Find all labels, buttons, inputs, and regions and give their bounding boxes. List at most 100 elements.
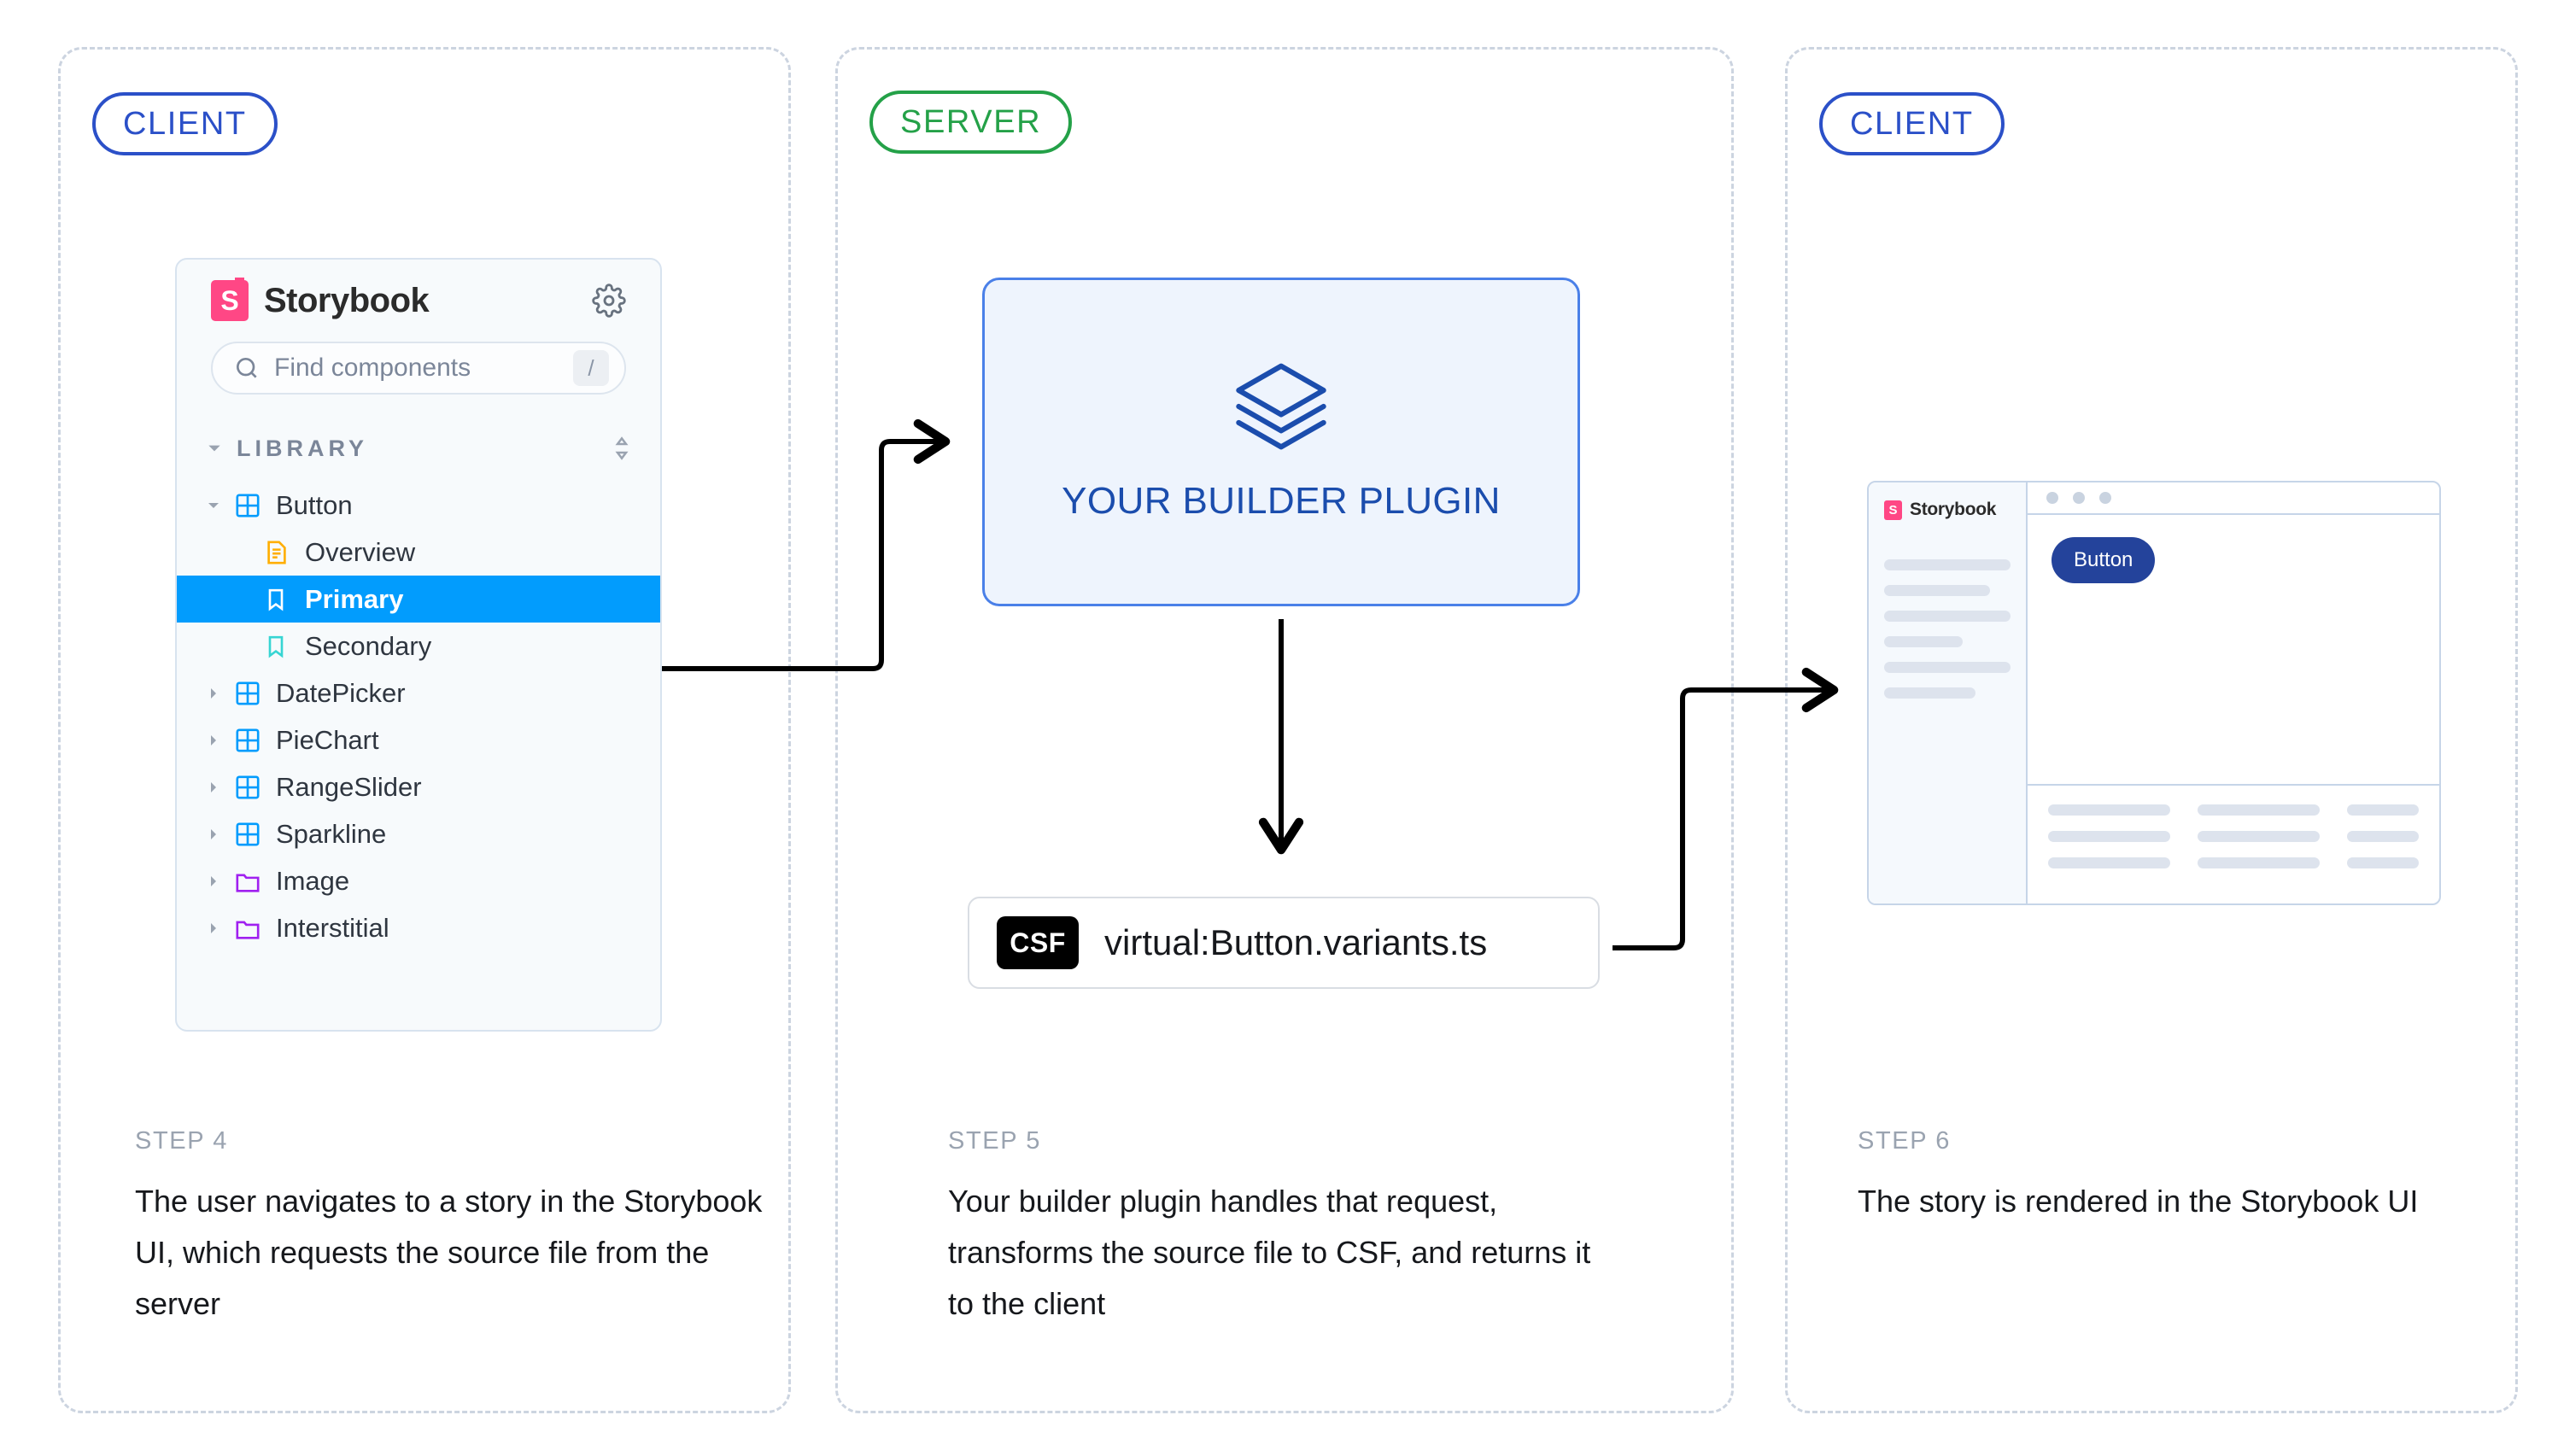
- chevron-right-icon[interactable]: [206, 733, 235, 748]
- preview-main: Button: [2028, 482, 2439, 903]
- role-badge-server: SERVER: [869, 91, 1073, 154]
- storybook-header: S Storybook: [177, 260, 660, 342]
- toolbar-dot-icon: [2099, 492, 2111, 504]
- csf-file-path: virtual:Button.variants.ts: [1104, 922, 1488, 962]
- preview-sidebar-skeleton: [1884, 559, 2011, 699]
- storybook-logo-letter: S: [220, 285, 239, 316]
- addon-skeleton-row: [2048, 804, 2419, 816]
- tree-item-piechart[interactable]: PieChart: [177, 716, 660, 763]
- role-badge-client-1: CLIENT: [92, 92, 278, 155]
- addon-skeleton-cell: [2346, 831, 2419, 842]
- tree-item-image[interactable]: Image: [177, 857, 660, 904]
- step-caption-5: STEP 5 Your builder plugin handles that …: [948, 1127, 1623, 1329]
- toolbar-dot-icon: [2073, 492, 2085, 504]
- layers-icon: [1231, 362, 1332, 451]
- role-badge-label: CLIENT: [123, 105, 247, 142]
- tree-item-label: Button: [276, 489, 353, 520]
- folder-icon: [235, 868, 274, 894]
- folder-icon: [235, 915, 274, 941]
- chevron-down-icon[interactable]: [206, 498, 235, 513]
- addon-skeleton-cell: [2197, 804, 2320, 816]
- tree-item-label: Overview: [305, 536, 416, 567]
- preview-canvas: Button: [2028, 515, 2439, 784]
- gear-icon[interactable]: [592, 284, 626, 318]
- storybook-logo-letter: S: [1888, 502, 1898, 517]
- tree-item-sparkline[interactable]: Sparkline: [177, 810, 660, 857]
- storybook-logo-icon: S: [1884, 500, 1902, 520]
- skeleton-bar: [1884, 559, 2011, 570]
- step-kicker: STEP 5: [948, 1127, 1042, 1155]
- builder-plugin-box: YOUR BUILDER PLUGIN: [982, 278, 1580, 606]
- addon-skeleton-cell: [2197, 831, 2320, 842]
- skeleton-bar: [1884, 636, 1963, 647]
- story-bookmark-icon: [264, 634, 303, 658]
- search-shortcut-key: /: [573, 350, 609, 386]
- storybook-logo-icon: S: [211, 280, 249, 321]
- tree-item-label: Secondary: [305, 630, 432, 661]
- component-grid-icon: [235, 775, 274, 800]
- chevron-right-icon[interactable]: [206, 874, 235, 889]
- addon-skeleton-row: [2048, 831, 2419, 842]
- chevron-right-icon[interactable]: [206, 921, 235, 936]
- tree-item-label: Image: [276, 865, 350, 896]
- chevron-right-icon[interactable]: [206, 686, 235, 701]
- addon-skeleton-row: [2048, 857, 2419, 868]
- builder-plugin-label: YOUR BUILDER PLUGIN: [1062, 479, 1501, 522]
- tree-item-primary[interactable]: Primary: [177, 576, 660, 623]
- preview-addons-panel: [2028, 784, 2439, 903]
- skeleton-bar: [1884, 585, 1991, 596]
- component-grid-icon: [235, 681, 274, 706]
- skeleton-bar: [1884, 687, 1975, 699]
- library-heading: LIBRARY: [237, 435, 368, 461]
- tree-item-label: Sparkline: [276, 818, 387, 849]
- component-grid-icon: [235, 728, 274, 753]
- step-text: The user navigates to a story in the Sto…: [135, 1184, 763, 1321]
- search-placeholder: Find components: [274, 354, 471, 382]
- addon-skeleton-cell: [2197, 857, 2320, 868]
- search-icon: [233, 354, 260, 382]
- tree-item-overview[interactable]: Overview: [177, 529, 660, 576]
- step-caption-6: STEP 6 The story is rendered in the Stor…: [1858, 1127, 2490, 1227]
- tree-item-label: PieChart: [276, 724, 379, 755]
- preview-toolbar: [2028, 482, 2439, 515]
- docs-page-icon: [264, 540, 303, 565]
- tree-item-datepicker[interactable]: DatePicker: [177, 670, 660, 716]
- addon-skeleton-cell: [2346, 857, 2419, 868]
- addon-skeleton-cell: [2346, 804, 2419, 816]
- toolbar-dot-icon: [2046, 492, 2058, 504]
- library-section-header[interactable]: LIBRARY: [206, 417, 631, 480]
- tree-item-button[interactable]: Button: [177, 482, 660, 529]
- tree-item-interstitial[interactable]: Interstitial: [177, 904, 660, 951]
- tree-item-rangeslider[interactable]: RangeSlider: [177, 763, 660, 810]
- chevron-right-icon[interactable]: [206, 827, 235, 842]
- role-badge-label: CLIENT: [1850, 105, 1974, 142]
- component-grid-icon: [235, 493, 274, 518]
- story-bookmark-icon: [264, 588, 303, 611]
- skeleton-bar: [1884, 662, 2011, 673]
- search-input[interactable]: Find components /: [211, 342, 626, 395]
- tree-item-label: DatePicker: [276, 677, 406, 708]
- tree-item-label: Primary: [305, 583, 404, 614]
- step-kicker: STEP 6: [1858, 1127, 1952, 1155]
- sort-icon[interactable]: [612, 436, 631, 461]
- addon-skeleton-cell: [2048, 831, 2170, 842]
- storybook-preview-window: S Storybook Button: [1867, 481, 2441, 905]
- step-text: The story is rendered in the Storybook U…: [1858, 1184, 2419, 1219]
- preview-sidebar: S Storybook: [1869, 482, 2028, 903]
- addon-skeleton-cell: [2048, 804, 2170, 816]
- tree-item-label: RangeSlider: [276, 771, 422, 802]
- storybook-title: Storybook: [264, 281, 430, 319]
- csf-badge: CSF: [997, 916, 1079, 969]
- skeleton-bar: [1884, 611, 2011, 622]
- tree-item-secondary[interactable]: Secondary: [177, 623, 660, 670]
- chevron-down-icon: [206, 440, 223, 457]
- chevron-right-icon[interactable]: [206, 780, 235, 795]
- addon-skeleton-cell: [2048, 857, 2170, 868]
- step-caption-4: STEP 4 The user navigates to a story in …: [135, 1127, 767, 1329]
- tree-item-label: Interstitial: [276, 912, 389, 943]
- role-badge-label: SERVER: [900, 103, 1042, 140]
- preview-button-story[interactable]: Button: [2052, 537, 2156, 583]
- role-badge-client-2: CLIENT: [1819, 92, 2005, 155]
